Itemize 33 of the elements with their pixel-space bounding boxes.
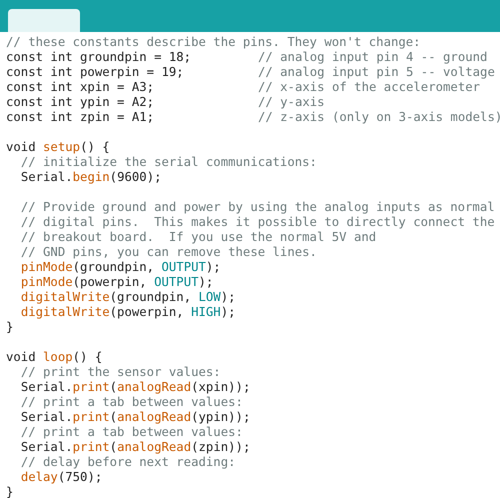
code-line: const int xpin = A3; [6,80,154,95]
code-line: void setup() { [6,140,110,155]
code-comment: // analog input pin 5 -- voltage [258,65,495,80]
code-comment: // analog input pin 4 -- ground [258,50,488,65]
code-line: } [6,320,14,335]
code-comment: // y-axis [258,95,325,110]
code-comment: // GND pins, you can remove these lines. [20,245,317,260]
code-line: digitalWrite(groundpin, LOW); [20,290,236,305]
code-comment: // print a tab between values: [20,395,243,410]
code-line: Serial.begin(9600); [20,170,162,185]
code-comment: // breakout board. If you use the normal 5V and [20,230,376,245]
code-line: } [6,485,14,498]
code-comment: // delay before next reading: [20,455,236,470]
code-line: const int groundpin = 18; [6,50,192,65]
code-comment: // digital pins. This makes it possible to directly connect the [20,215,495,230]
code-line: Serial.print(analogRead(zpin)); [20,440,250,455]
code-line: pinMode(groundpin, OUTPUT); [20,260,221,275]
code-line: Serial.print(analogRead(ypin)); [20,410,250,425]
code-line: digitalWrite(powerpin, HIGH); [20,305,236,320]
code-comment: // x-axis of the accelerometer [258,80,480,95]
code-comment: // print the sensor values: [20,365,221,380]
code-comment: // z-axis (only on 3-axis models) [258,110,500,125]
code-line: void loop() { [6,350,102,365]
code-comment: // initialize the serial communications: [20,155,317,170]
code-line: const int ypin = A2; [6,95,154,110]
code-line: Serial.print(analogRead(xpin)); [20,380,250,395]
code-line: pinMode(powerpin, OUTPUT); [20,275,214,290]
code-comment: // Provide ground and power by using the analog inputs as normal [20,200,495,215]
code-line: const int zpin = A1; [6,110,154,125]
code-comment: // these constants describe the pins. They won't change: [6,35,421,50]
code-line: delay(750); [20,470,102,485]
code-comment: // print a tab between values: [20,425,243,440]
code-line: const int powerpin = 19; [6,65,184,80]
